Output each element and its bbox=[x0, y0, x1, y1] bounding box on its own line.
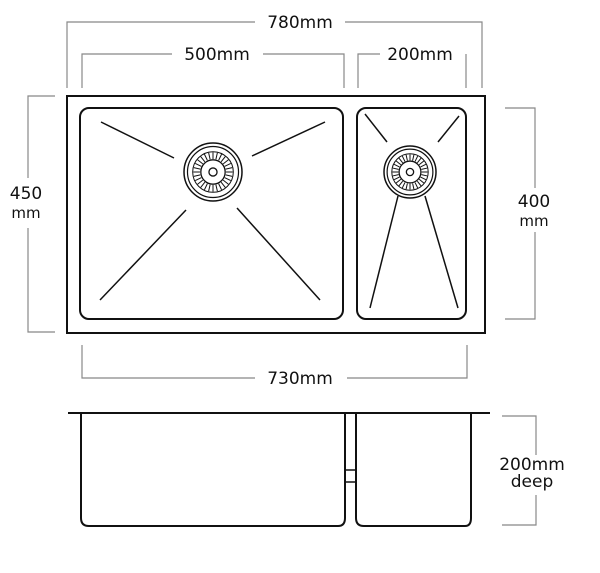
dim-780: 780mm bbox=[66, 13, 483, 88]
label-right-depth-value: 400 bbox=[518, 192, 550, 212]
sink-side-view bbox=[68, 412, 490, 527]
label-depth-value: 450 bbox=[10, 184, 42, 204]
right-drain-icon bbox=[383, 145, 437, 199]
sink-top-view bbox=[66, 95, 486, 334]
label-depth-unit: mm bbox=[11, 204, 40, 222]
label-bowl-height: 200mm bbox=[499, 455, 565, 475]
dim-500: 500mm bbox=[81, 45, 345, 88]
label-deep: deep bbox=[511, 472, 554, 492]
label-right-depth-unit: mm bbox=[519, 212, 548, 230]
label-overall-width: 780mm bbox=[267, 13, 333, 33]
dim-200-deep: 200mm deep bbox=[499, 415, 565, 526]
dim-400: 400 mm bbox=[505, 107, 550, 320]
dim-200: 200mm bbox=[357, 45, 467, 88]
right-bowl bbox=[356, 107, 467, 320]
dim-450: 450 mm bbox=[10, 95, 55, 333]
label-internal-width: 730mm bbox=[267, 369, 333, 389]
left-bowl bbox=[79, 107, 344, 320]
label-right-bowl-width: 200mm bbox=[387, 45, 453, 65]
dim-730: 730mm bbox=[81, 345, 468, 389]
label-left-bowl-width: 500mm bbox=[184, 45, 250, 65]
left-drain-icon bbox=[183, 142, 243, 202]
